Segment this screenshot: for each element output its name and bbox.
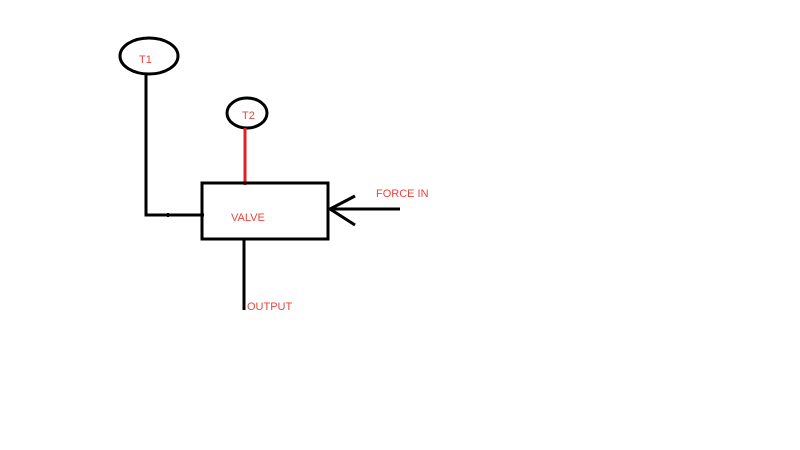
valve-label: VALVE xyxy=(231,212,265,224)
force-in-label: FORCE IN xyxy=(376,188,429,200)
t1-node xyxy=(118,36,180,76)
t2-node xyxy=(225,96,269,130)
t1-label: T1 xyxy=(139,54,152,66)
t1-connector xyxy=(144,74,204,217)
valve-box xyxy=(200,181,330,241)
t2-label: T2 xyxy=(242,110,255,122)
force-in-arrowhead xyxy=(327,194,356,227)
output-label: OUTPUT xyxy=(247,301,293,313)
